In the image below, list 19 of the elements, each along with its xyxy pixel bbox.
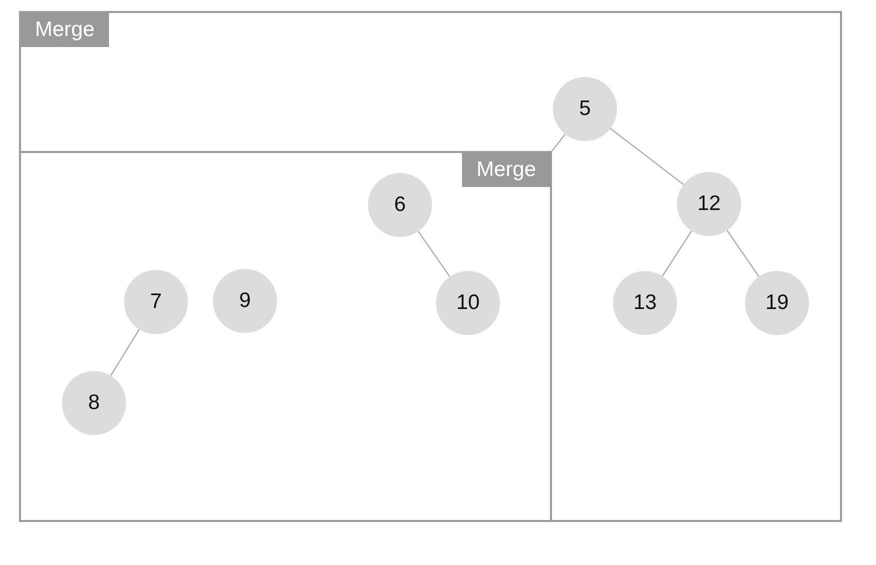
group-box	[19, 11, 842, 522]
group-title: Merge	[462, 153, 550, 187]
tree-node-circle: 7	[124, 270, 188, 334]
tree-node-circle: 19	[745, 271, 809, 335]
connector-line	[610, 128, 684, 186]
connector-line	[662, 230, 692, 276]
group-title: Merge	[21, 13, 109, 47]
tree-node-circle: 5	[553, 77, 617, 141]
tree-node-circle: 13	[613, 271, 677, 335]
connector-line	[418, 230, 450, 278]
tree-node-circle: 9	[213, 269, 277, 333]
connector-line	[552, 134, 566, 152]
tree-node-circle: 8	[62, 371, 126, 435]
tree-node-circle: 6	[368, 173, 432, 237]
group-box	[19, 151, 552, 522]
connector-line	[726, 230, 760, 277]
tree-node-circle: 10	[436, 271, 500, 335]
tree-node-circle: 12	[677, 172, 741, 236]
connector-line	[110, 328, 140, 376]
